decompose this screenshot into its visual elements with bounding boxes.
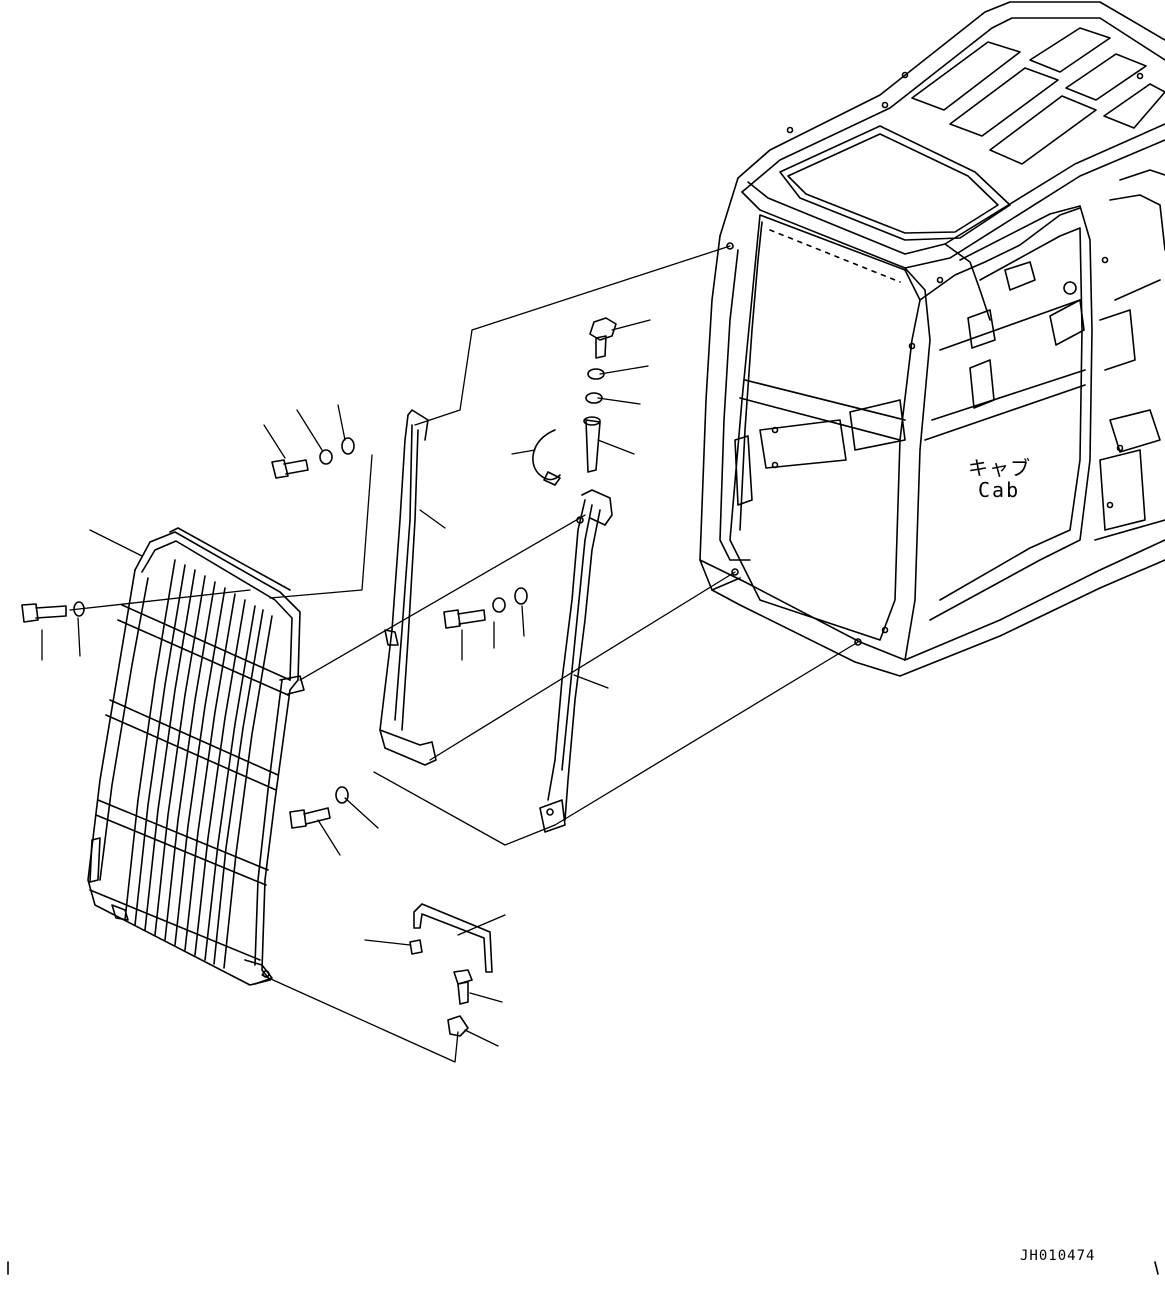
- leader-lines: [41, 245, 859, 1063]
- fasteners: [21, 317, 617, 1037]
- edge-mark: [1154, 1261, 1159, 1275]
- drawing-code: JH010474: [1020, 1248, 1096, 1264]
- cab-frame: [699, 1, 1165, 677]
- cab-label-english: Cab: [978, 478, 1021, 502]
- rod-assembly: [532, 416, 613, 833]
- mounting-stay: [379, 409, 437, 766]
- cab-label-japanese: キャブ: [968, 456, 1031, 480]
- front-guard-grille: [87, 527, 305, 986]
